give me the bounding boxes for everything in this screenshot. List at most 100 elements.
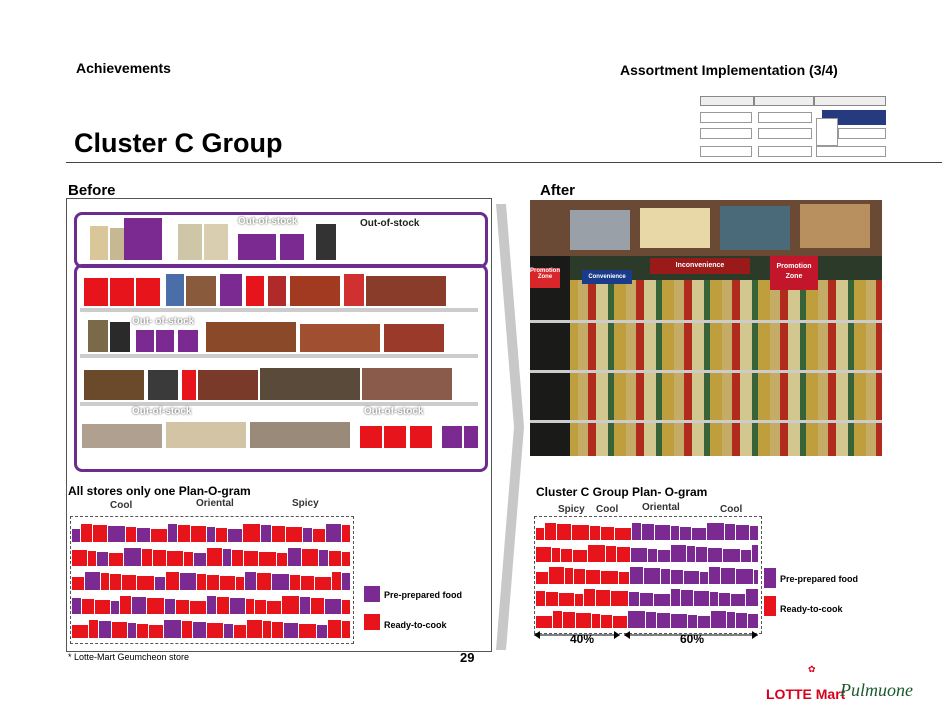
planogram-block bbox=[688, 614, 697, 628]
planogram-block bbox=[311, 597, 324, 614]
planogram-block bbox=[329, 550, 341, 566]
planogram-block bbox=[694, 590, 709, 606]
planogram-block bbox=[648, 548, 657, 562]
planogram-block bbox=[193, 621, 206, 638]
lotte-mart-logo: LOTTE Mart bbox=[766, 686, 846, 702]
legend-swatch-pre-prepared bbox=[364, 586, 380, 602]
planogram-block bbox=[561, 548, 572, 562]
planogram-block bbox=[247, 619, 262, 638]
planogram-block bbox=[611, 590, 628, 606]
planogram-block bbox=[671, 613, 687, 628]
planogram-block bbox=[752, 544, 758, 562]
planogram-block bbox=[88, 550, 96, 566]
planogram-block bbox=[573, 549, 587, 562]
planogram-block bbox=[290, 574, 300, 590]
planogram-block bbox=[655, 524, 670, 540]
planogram-block bbox=[325, 598, 341, 614]
planogram-block bbox=[736, 524, 749, 540]
planogram-block bbox=[317, 624, 327, 638]
planogram-block bbox=[184, 551, 193, 566]
planogram-block bbox=[696, 546, 707, 562]
planogram-block bbox=[723, 548, 740, 562]
planogram-block bbox=[750, 525, 758, 540]
legend-swatch-ready-to-cook bbox=[764, 596, 776, 616]
planogram-block bbox=[272, 525, 285, 542]
planogram-block bbox=[629, 591, 639, 606]
planogram-block bbox=[342, 572, 350, 590]
planogram-block bbox=[232, 549, 243, 566]
planogram-block bbox=[575, 593, 583, 606]
before-shelf-photo: Out-of-stock Out-of-stock Out- of-stock … bbox=[70, 204, 488, 474]
planogram-block bbox=[552, 547, 560, 562]
planogram-block bbox=[680, 526, 691, 540]
planogram-block bbox=[709, 566, 720, 584]
oos-label: Out-of-stock bbox=[364, 406, 424, 417]
planogram-block bbox=[165, 598, 175, 614]
page-title: Cluster C Group bbox=[74, 128, 283, 158]
planogram-block bbox=[654, 593, 670, 606]
planogram-block bbox=[234, 624, 246, 638]
planogram-block bbox=[536, 546, 551, 562]
section-heading: Achievements bbox=[76, 60, 171, 76]
planogram-block bbox=[220, 575, 235, 590]
planogram-block bbox=[640, 592, 653, 606]
planogram-block bbox=[147, 597, 164, 614]
planogram-block bbox=[725, 523, 735, 540]
planogram-block bbox=[112, 621, 127, 638]
planogram-block bbox=[255, 599, 266, 614]
before-plan-title: All stores only one Plan-O-gram bbox=[68, 484, 251, 498]
category-label: Spicy bbox=[292, 498, 319, 509]
planogram-block bbox=[342, 524, 350, 542]
category-label: Cool bbox=[110, 500, 133, 511]
planogram-block bbox=[263, 620, 271, 638]
pulmuone-logo: Pulmuone bbox=[840, 680, 913, 700]
planogram-block bbox=[596, 589, 610, 606]
planogram-block bbox=[671, 544, 686, 562]
planogram-block bbox=[711, 610, 726, 628]
planogram-block bbox=[736, 612, 747, 628]
planogram-block bbox=[93, 524, 107, 542]
planogram-block bbox=[245, 571, 256, 590]
planogram-block bbox=[326, 523, 341, 542]
divider bbox=[66, 162, 942, 163]
planogram-block bbox=[164, 619, 181, 638]
planogram-block bbox=[661, 568, 670, 584]
planogram-block bbox=[142, 548, 152, 566]
planogram-block bbox=[313, 528, 325, 542]
planogram-block bbox=[243, 523, 260, 542]
planogram-block bbox=[536, 615, 552, 628]
planogram-block bbox=[191, 525, 206, 542]
planogram-block bbox=[108, 525, 125, 542]
planogram-block bbox=[746, 588, 758, 606]
planogram-block bbox=[85, 571, 100, 590]
planogram-block bbox=[719, 592, 730, 606]
planogram-block bbox=[601, 614, 612, 628]
planogram-block bbox=[557, 523, 571, 540]
planogram-block bbox=[149, 624, 163, 638]
planogram-block bbox=[736, 568, 753, 584]
planogram-block bbox=[101, 572, 109, 590]
planogram-block bbox=[230, 597, 245, 614]
planogram-block bbox=[259, 551, 276, 566]
planogram-block bbox=[95, 599, 110, 614]
planogram-block bbox=[72, 528, 80, 542]
planogram-block bbox=[536, 527, 544, 540]
legend-label: Pre-prepared food bbox=[384, 590, 463, 600]
planogram-block bbox=[166, 571, 179, 590]
planogram-block bbox=[315, 576, 331, 590]
planogram-block bbox=[261, 524, 271, 542]
category-label: Spicy bbox=[558, 504, 585, 515]
legend-swatch-pre-prepared bbox=[764, 568, 776, 588]
planogram-block bbox=[194, 552, 206, 566]
after-heading: After bbox=[540, 182, 576, 199]
planogram-block bbox=[122, 574, 136, 590]
planogram-block bbox=[167, 550, 183, 566]
planogram-block bbox=[190, 600, 206, 614]
planogram-block bbox=[721, 567, 735, 584]
planogram-block bbox=[727, 611, 735, 628]
planogram-block bbox=[137, 575, 154, 590]
planogram-block bbox=[708, 547, 722, 562]
planogram-block bbox=[126, 526, 136, 542]
planogram-block bbox=[671, 588, 680, 606]
planogram-block bbox=[613, 615, 627, 628]
